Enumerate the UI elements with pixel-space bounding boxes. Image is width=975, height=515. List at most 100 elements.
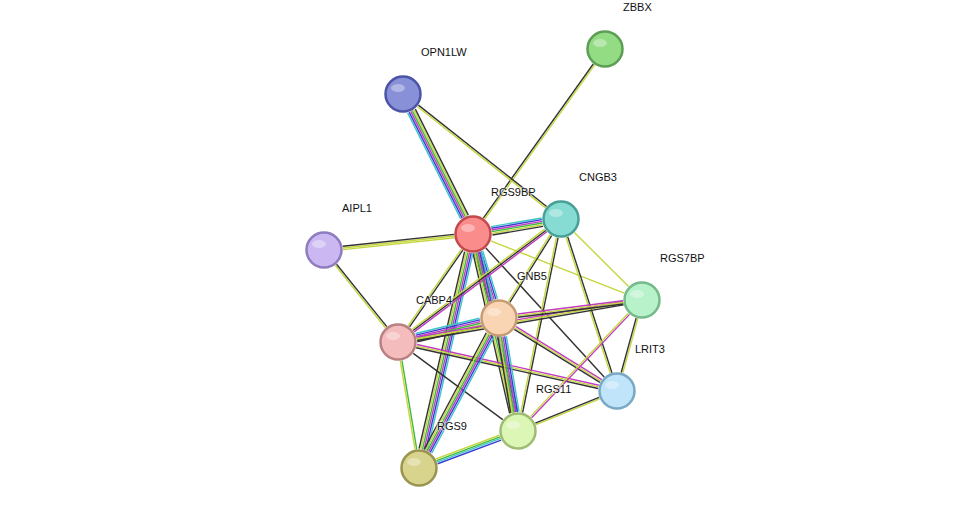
protein-label: CABP4 <box>416 294 452 306</box>
protein-node: RGS9BP <box>454 215 492 253</box>
interaction-edge <box>424 333 494 453</box>
interaction-edge <box>473 252 518 414</box>
circle-highlight <box>605 381 619 389</box>
evidence-line <box>505 336 518 412</box>
circle-highlight <box>506 421 520 429</box>
circle-highlight <box>630 290 644 298</box>
protein-label: GNB5 <box>517 270 547 282</box>
node-circle <box>501 414 536 449</box>
evidence-line <box>535 397 599 423</box>
protein-node: LRIT3 <box>598 372 636 410</box>
node-circle <box>384 75 422 113</box>
interaction-edge <box>335 264 387 327</box>
node-circle <box>400 449 438 487</box>
protein-label: RGS11 <box>536 383 571 395</box>
node-circle <box>588 32 623 67</box>
evidence-line <box>515 328 601 381</box>
circle-highlight <box>487 308 501 316</box>
node-circle <box>386 77 421 112</box>
evidence-line <box>412 111 465 217</box>
evidence-line <box>430 336 492 452</box>
node-circle <box>381 325 416 360</box>
node-circle <box>454 215 492 253</box>
protein-node: ZBBX <box>586 30 624 68</box>
circle-highlight <box>461 224 475 232</box>
evidence-line <box>503 337 516 413</box>
evidence-line <box>343 236 454 248</box>
interaction-edge <box>417 105 546 208</box>
node-circle <box>499 412 537 450</box>
evidence-line <box>436 435 499 459</box>
evidence-line <box>500 337 513 413</box>
evidence-line <box>429 335 491 451</box>
evidence-line <box>438 440 501 464</box>
interaction-edge <box>491 241 625 293</box>
node-circle <box>307 233 342 268</box>
node-circle <box>600 374 635 409</box>
evidence-line <box>343 234 454 246</box>
node-circle <box>456 217 491 252</box>
evidence-line <box>621 318 636 372</box>
evidence-line <box>414 110 467 216</box>
evidence-line <box>417 305 624 341</box>
protein-node: RGS11 <box>499 412 537 450</box>
protein-node: CABP4 <box>379 323 417 361</box>
circle-highlight <box>312 240 326 248</box>
evidence-line <box>400 361 415 450</box>
evidence-line <box>409 112 462 218</box>
evidence-line <box>411 111 464 217</box>
node-circle <box>586 30 624 68</box>
node-circle <box>544 202 579 237</box>
protein-label: AIPL1 <box>342 202 372 214</box>
circle-highlight <box>391 84 405 92</box>
circle-highlight <box>593 39 607 47</box>
protein-node: RGS9 <box>400 449 438 487</box>
circle-highlight <box>407 458 421 466</box>
protein-node: RGS7BP <box>623 281 661 319</box>
evidence-line <box>437 437 500 461</box>
evidence-line <box>485 65 595 219</box>
node-circle <box>305 231 343 269</box>
evidence-line <box>424 333 486 449</box>
evidence-line <box>516 327 602 380</box>
evidence-line <box>418 105 546 206</box>
evidence-line <box>416 302 623 338</box>
evidence-line <box>343 238 454 250</box>
evidence-line <box>492 226 543 235</box>
protein-label: RGS9BP <box>491 186 536 198</box>
interaction-edge <box>535 397 599 424</box>
evidence-line <box>408 113 461 219</box>
interaction-edge <box>400 361 416 450</box>
protein-node: GNB5 <box>480 299 518 337</box>
protein-label: RGS9 <box>437 420 467 432</box>
protein-node: AIPL1 <box>305 231 343 269</box>
interaction-edge <box>436 435 501 463</box>
evidence-line <box>518 301 623 314</box>
evidence-line <box>518 302 623 315</box>
evidence-line <box>518 304 623 317</box>
protein-label: OPN1LW <box>421 46 467 58</box>
evidence-line <box>432 337 494 453</box>
evidence-line <box>492 225 543 234</box>
node-circle <box>625 283 660 318</box>
evidence-line <box>536 399 600 425</box>
evidence-line <box>483 64 593 218</box>
protein-label: ZBBX <box>623 1 652 13</box>
interaction-edge <box>483 64 594 219</box>
node-circle <box>623 281 661 319</box>
interaction-edge <box>416 302 623 341</box>
protein-label: CNGB3 <box>579 171 617 183</box>
node-circle <box>482 301 517 336</box>
circle-highlight <box>386 332 400 340</box>
interaction-edge <box>498 336 519 413</box>
node-circle <box>402 451 437 486</box>
interaction-edge <box>408 109 469 219</box>
node-circle <box>480 299 518 337</box>
evidence-line <box>337 264 387 326</box>
protein-node: OPN1LW <box>384 75 422 113</box>
evidence-line <box>427 334 489 450</box>
protein-label: LRIT3 <box>635 343 665 355</box>
evidence-line <box>335 265 385 327</box>
node-circle <box>379 323 417 361</box>
